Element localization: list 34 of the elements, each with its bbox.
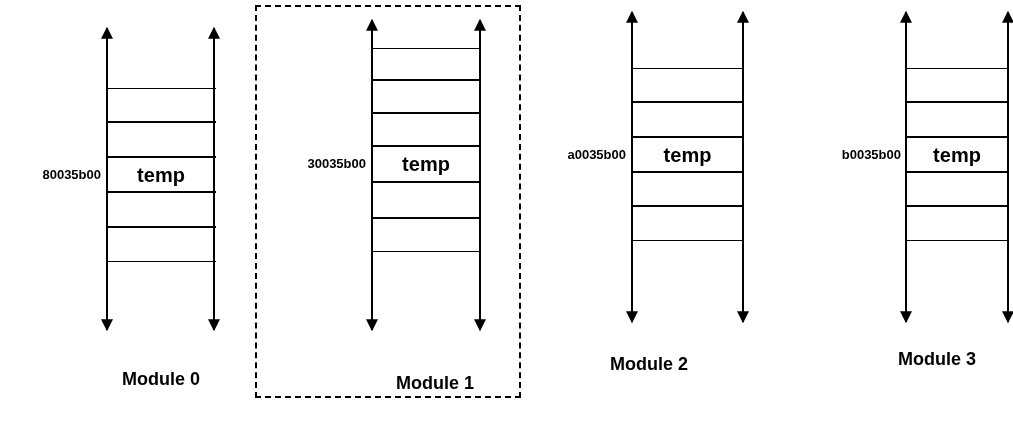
memory-cell	[371, 113, 481, 146]
variable-name: temp	[933, 144, 981, 165]
memory-cell	[371, 182, 481, 218]
memory-cell	[371, 146, 481, 182]
memory-cell	[631, 172, 744, 206]
memory-cell	[371, 48, 481, 80]
memory-cell	[106, 122, 216, 157]
variable-name: temp	[402, 154, 450, 174]
memory-cell	[106, 227, 216, 262]
module-label: Module 0	[122, 370, 200, 388]
address-label: 80035b00	[42, 167, 101, 181]
memory-cell	[906, 137, 1008, 172]
memory-cell	[106, 157, 216, 192]
module-label: Module 3	[898, 350, 976, 368]
memory-cell	[906, 102, 1008, 137]
memory-cell	[906, 206, 1008, 241]
address-label: a0035b00	[567, 147, 626, 161]
address-label: b0035b00	[841, 147, 901, 161]
address-label: 30035b00	[307, 157, 366, 170]
module-label: Module 1	[396, 374, 474, 392]
module-label: Module 2	[610, 355, 688, 373]
memory-cell	[906, 172, 1008, 206]
memory-cell	[371, 80, 481, 113]
memory-cell	[106, 88, 216, 122]
memory-cell	[631, 68, 744, 102]
memory-cell	[631, 102, 744, 137]
variable-name: temp	[663, 144, 712, 165]
memory-cell	[631, 137, 744, 172]
memory-cell	[106, 192, 216, 227]
memory-cell	[631, 206, 744, 241]
memory-cell	[906, 68, 1008, 102]
module-frame	[255, 5, 521, 398]
variable-name: temp	[137, 164, 185, 185]
memory-cell	[371, 218, 481, 252]
